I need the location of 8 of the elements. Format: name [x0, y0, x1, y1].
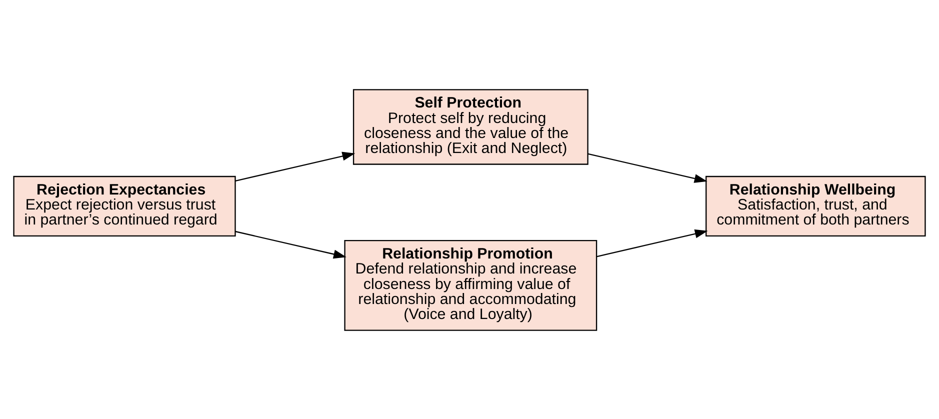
node-box: Relationship Promotion Defend relationship and increase closeness by affirming value of relationship and accommodating (Voice and Loyalty) — [344, 240, 598, 330]
arrow — [588, 152, 708, 182]
node-box: Relationship Wellbeing Satisfaction, trust, and commitment of both partners — [706, 175, 926, 236]
arrow — [596, 228, 708, 257]
node-box: Self Protection Protect self by reducing closeness and the value of the relationship (Exit and Neglect) — [352, 88, 588, 164]
node-box: Rejection Expectancies Expect rejection versus trust in partner’s continued regard — [13, 175, 236, 236]
arrow — [235, 151, 356, 181]
arrow — [235, 230, 346, 258]
